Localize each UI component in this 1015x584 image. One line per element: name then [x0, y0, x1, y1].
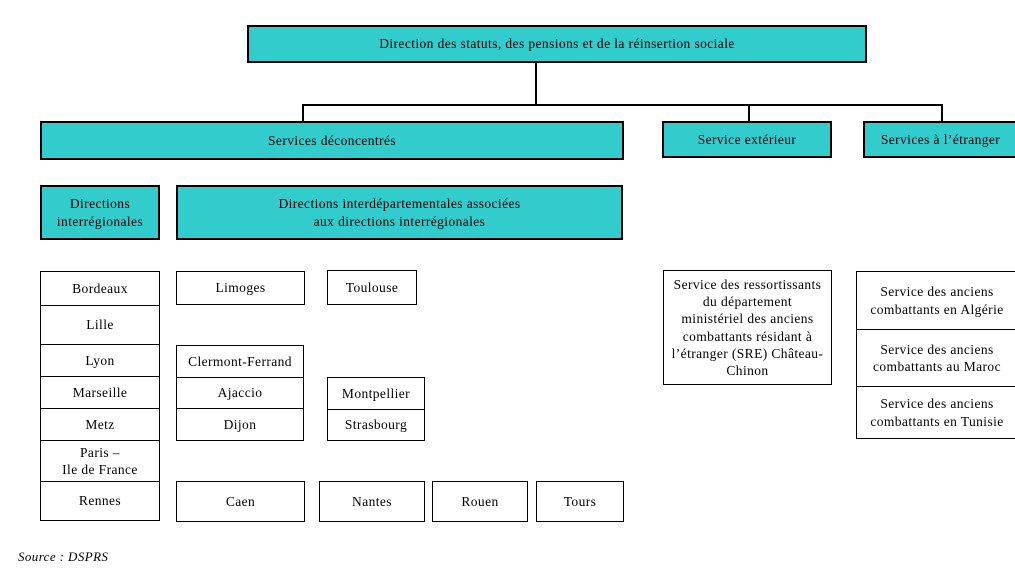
- org-box-rouen: Rouen: [432, 481, 528, 522]
- connector-drop-services-deconcentres: [302, 104, 304, 122]
- services-etranger-column: Service des anciens combattants en Algér…: [856, 271, 1015, 439]
- est-cities-group: Montpellier Strasbourg: [327, 377, 425, 441]
- org-box-metz: Metz: [41, 408, 159, 440]
- org-box-ajaccio: Ajaccio: [177, 376, 303, 409]
- interregional-cities-column: Bordeaux Lille Lyon Marseille Metz Paris…: [40, 271, 160, 521]
- org-box-montpellier: Montpellier: [341, 385, 411, 401]
- org-box-tours: Tours: [536, 481, 624, 522]
- org-box-dijon: Dijon: [177, 408, 303, 440]
- org-box-directions-interdepartementales: Directions interdépartementales associée…: [176, 185, 623, 240]
- org-box-lille: Lille: [41, 305, 159, 344]
- org-box-directions-interregionales: Directions interrégionales: [40, 185, 160, 240]
- org-box-sre-chateau-chinon: Service des ressortissants du départemen…: [663, 270, 832, 385]
- org-box-nantes: Nantes: [319, 481, 425, 522]
- org-box-paris-ile-de-france: Paris – Ile de France: [41, 440, 159, 481]
- org-box-anciens-combattants-algerie: Service des anciens combattants en Algér…: [870, 284, 1004, 317]
- source-note: Source : DSPRS: [18, 549, 109, 564]
- org-box-anciens-combattants-tunisie: Service des anciens combattants en Tunis…: [857, 386, 1015, 438]
- org-box-marseille: Marseille: [41, 376, 159, 408]
- org-box-toulouse: Toulouse: [327, 270, 417, 305]
- centre-cities-group: Clermont-Ferrand Ajaccio Dijon: [176, 345, 304, 441]
- connector-drop-services-etranger: [941, 104, 943, 122]
- org-box-caen: Caen: [176, 481, 305, 522]
- org-box-lyon: Lyon: [41, 344, 159, 376]
- org-box-root: Direction des statuts, des pensions et d…: [247, 25, 867, 63]
- org-box-clermont-ferrand: Clermont-Ferrand: [188, 353, 292, 369]
- org-box-rennes: Rennes: [41, 481, 159, 520]
- org-box-bordeaux: Bordeaux: [72, 280, 128, 296]
- org-box-services-a-l-etranger: Services à l’étranger: [863, 121, 1015, 158]
- connector-root-drop: [535, 61, 537, 105]
- connector-drop-service-exterieur: [748, 104, 750, 122]
- org-box-service-exterieur: Service extérieur: [662, 121, 832, 158]
- connector-horizontal: [302, 104, 943, 106]
- org-box-limoges: Limoges: [176, 271, 305, 305]
- org-box-services-deconcentres: Services déconcentrés: [40, 121, 624, 160]
- org-box-anciens-combattants-maroc: Service des anciens combattants au Maroc: [857, 329, 1015, 386]
- org-box-strasbourg: Strasbourg: [328, 408, 424, 441]
